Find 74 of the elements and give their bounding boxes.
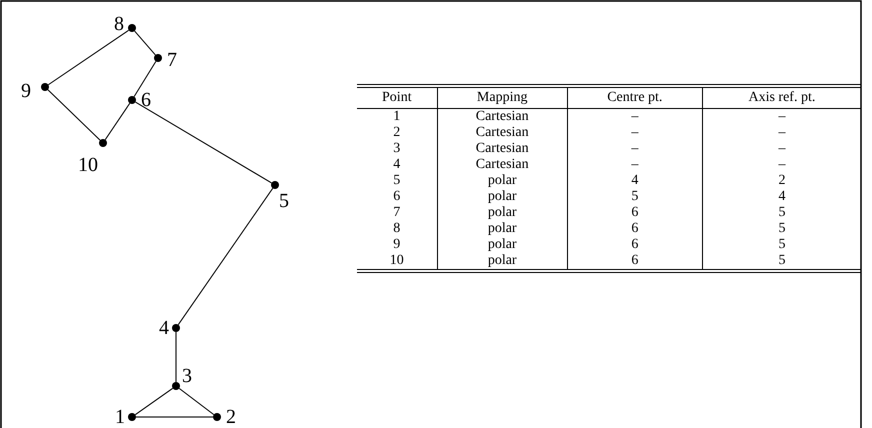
table-cell: 6	[567, 205, 702, 221]
point-dot	[213, 413, 221, 421]
table-cell: Cartesian	[437, 157, 568, 173]
table-cell: 10	[357, 253, 438, 271]
table-cell: 5	[702, 253, 861, 271]
connector-line	[134, 30, 156, 56]
table-cell: 5	[567, 189, 702, 205]
table-cell: –	[702, 125, 861, 141]
table-cell: 5	[702, 205, 861, 221]
table-cell: 2	[357, 125, 438, 141]
table-cell: 6	[567, 253, 702, 271]
table-cell: –	[702, 141, 861, 157]
point-dot	[172, 382, 180, 390]
table-cell: 4	[567, 173, 702, 189]
connector-line	[134, 60, 156, 98]
table-cell: polar	[437, 205, 568, 221]
table-cell: 2	[702, 173, 861, 189]
point-number: 1	[115, 407, 125, 427]
table-cell: –	[567, 125, 702, 141]
point-number: 8	[114, 14, 124, 34]
connector-line	[48, 30, 130, 86]
table-cell: 7	[357, 205, 438, 221]
table-cell: 5	[702, 237, 861, 253]
column-header: Centre pt.	[567, 86, 702, 108]
table-cell: 1	[357, 108, 438, 125]
connector-line	[178, 188, 274, 326]
connector-line	[178, 388, 214, 416]
table-cell: –	[702, 108, 861, 125]
table-cell: 4	[357, 157, 438, 173]
point-dot	[41, 83, 49, 91]
table-cell: 6	[357, 189, 438, 205]
table-cell: 5	[702, 221, 861, 237]
table-cell: –	[567, 108, 702, 125]
column-header: Point	[357, 86, 438, 108]
table-cell: polar	[437, 221, 568, 237]
point-number: 2	[226, 407, 236, 427]
point-number: 4	[159, 318, 169, 338]
point-dot	[128, 24, 136, 32]
point-number: 10	[78, 155, 98, 175]
table-cell: 8	[357, 221, 438, 237]
table-cell: 3	[357, 141, 438, 157]
connector-line	[134, 388, 174, 416]
point-dot	[128, 413, 136, 421]
connector-line	[104, 102, 130, 140]
point-dot	[128, 96, 136, 104]
point-number: 3	[182, 366, 192, 386]
column-header: Mapping	[437, 86, 568, 108]
column-header: Axis ref. pt.	[702, 86, 861, 108]
table-cell: –	[702, 157, 861, 173]
table-cell: 4	[702, 189, 861, 205]
table-cell: polar	[437, 253, 568, 271]
point-dot	[99, 139, 107, 147]
point-dot	[172, 324, 180, 332]
table-cell: Cartesian	[437, 108, 568, 125]
table-cell: Cartesian	[437, 141, 568, 157]
table-cell: 6	[567, 221, 702, 237]
point-number: 6	[141, 90, 151, 110]
connector-line	[136, 416, 214, 418]
point-number: 9	[21, 81, 31, 101]
connector-line	[47, 89, 101, 141]
connector-line	[134, 102, 272, 184]
table-cell: 9	[357, 237, 438, 253]
point-number: 7	[167, 50, 177, 70]
point-dot	[154, 54, 162, 62]
table-cell: 5	[357, 173, 438, 189]
table-cell: –	[567, 141, 702, 157]
table-cell: polar	[437, 189, 568, 205]
table-cell: polar	[437, 173, 568, 189]
table-cell: polar	[437, 237, 568, 253]
point-dot	[271, 181, 279, 189]
table-cell: –	[567, 157, 702, 173]
table-cell: 6	[567, 237, 702, 253]
table-cell: Cartesian	[437, 125, 568, 141]
point-number: 5	[279, 191, 289, 211]
